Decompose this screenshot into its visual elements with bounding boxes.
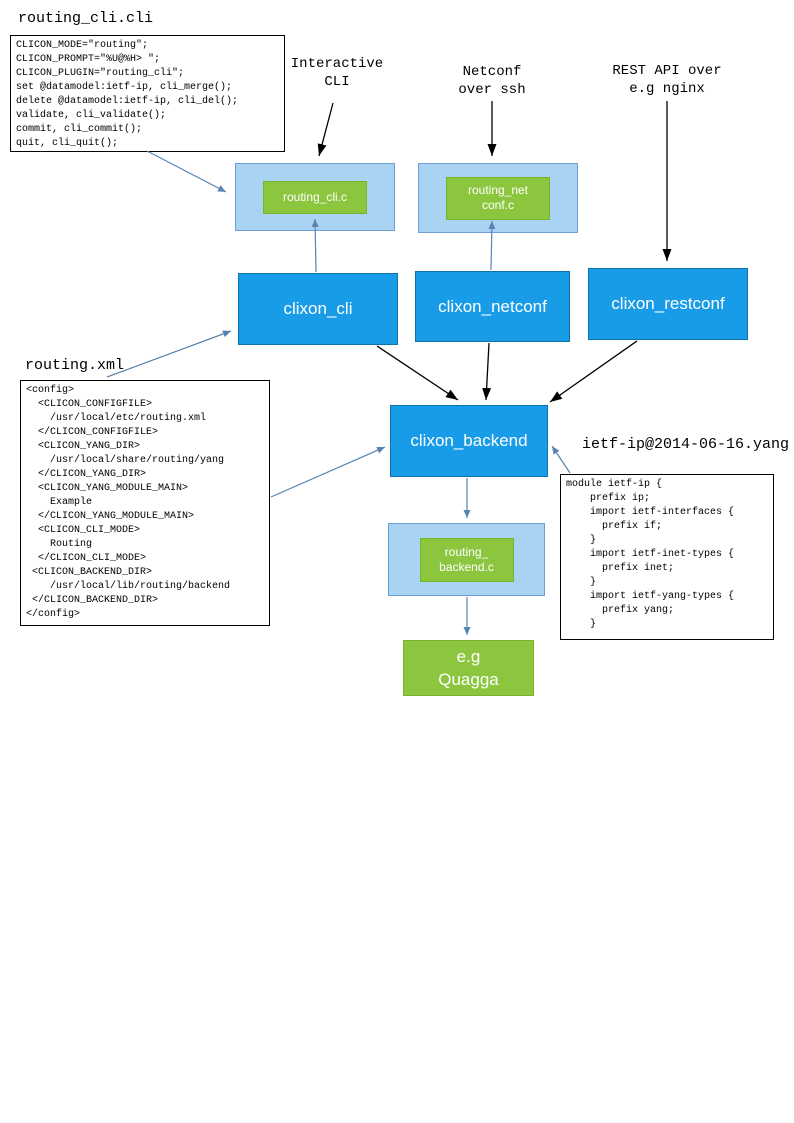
cli-file-code-block: CLICON_MODE="routing"; CLICON_PROMPT="%U… xyxy=(10,35,285,152)
routing-backend-c-node: routing_ backend.c xyxy=(419,537,514,582)
clixon-restconf-node: clixon_restconf xyxy=(588,268,748,340)
arrow-yang-to-backend xyxy=(551,445,571,474)
arrow-netconf-to-backend xyxy=(482,342,492,401)
cli-plugin-container: routing_cli.c xyxy=(235,163,395,231)
xml-file-label: routing.xml xyxy=(25,357,125,374)
netconf-over-ssh-annotation: Netconf over ssh xyxy=(458,64,526,98)
routing-netconf-c-node: routing_net conf.c xyxy=(446,176,550,220)
backend-plugin-container: routing_ backend.c xyxy=(388,523,545,596)
clixon-backend-node: clixon_backend xyxy=(390,405,548,477)
rest-api-annotation: REST API over e.g nginx xyxy=(612,63,722,97)
arrow-interactive-to-cli-plugin xyxy=(317,102,334,157)
yang-file-code-block: module ietf-ip { prefix ip; import ietf-… xyxy=(560,474,774,640)
netconf-plugin-container: routing_net conf.c xyxy=(418,163,578,233)
arrow-clifile-to-cli-plugin xyxy=(146,150,227,193)
arrow-xml-to-backend xyxy=(270,446,386,498)
clixon-netconf-node: clixon_netconf xyxy=(415,271,570,342)
xml-file-code-block: <config> <CLICON_CONFIGFILE> /usr/local/… xyxy=(20,380,270,626)
yang-file-label: ietf-ip@2014-06-16.yang xyxy=(582,436,790,453)
interactive-cli-annotation: Interactive CLI xyxy=(290,56,384,90)
clixon-cli-node: clixon_cli xyxy=(238,273,398,345)
cli-file-label: routing_cli.cli xyxy=(18,10,154,27)
arrow-restconf-to-backend xyxy=(549,340,638,403)
arrow-cli-to-backend xyxy=(376,345,459,401)
routing-cli-c-node: routing_cli.c xyxy=(263,180,367,214)
quagga-node: e.g Quagga xyxy=(403,640,534,696)
arrow-xml-to-clixoncli xyxy=(106,330,232,378)
